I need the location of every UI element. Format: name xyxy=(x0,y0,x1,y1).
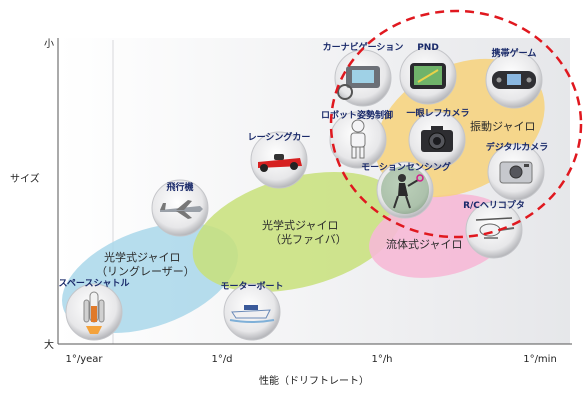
slr-camera-node: 一眼レフカメラ xyxy=(406,108,470,169)
ring-laser-label-line1: 光学式ジャイロ xyxy=(104,250,180,264)
pnd-label: PND xyxy=(417,43,439,53)
robot-control-node: ロボット姿勢制御 xyxy=(321,109,393,169)
motorboat-label: モーターボート xyxy=(220,280,283,292)
ring-laser-label-line2: （リングレーザー） xyxy=(96,264,195,278)
y-axis-bottom-label: 大 xyxy=(44,338,54,351)
slr-camera-icon xyxy=(421,126,453,152)
portable-game-label: 携帯ゲーム xyxy=(492,47,537,59)
space-shuttle-label: スペースシャトル xyxy=(59,278,130,289)
rc-helicopter-node: R/Cヘリコプタ xyxy=(463,199,525,259)
rc-helicopter-label: R/Cヘリコプタ xyxy=(463,199,525,211)
x-axis-title: 性能（ドリフトレート） xyxy=(259,374,369,387)
mems-highlight-circle xyxy=(329,9,583,239)
y-axis-top-label: 小 xyxy=(44,38,54,50)
x-tick-day: 1°/d xyxy=(211,354,232,365)
digital-camera-icon xyxy=(499,161,533,184)
x-tick-hour: 1°/h xyxy=(371,354,392,365)
x-tick-year: 1°/year xyxy=(65,354,103,365)
slr-camera-label: 一眼レフカメラ xyxy=(406,108,469,119)
fluid-label: 流体式ジャイロ xyxy=(386,237,462,251)
aircraft-label: 飛行機 xyxy=(165,181,193,193)
motorboat-node: モーターボート xyxy=(220,280,284,341)
x-tick-minute: 1°/min xyxy=(523,354,557,365)
pnd-node: PND xyxy=(399,43,457,105)
digital-camera-node: デジタルカメラ xyxy=(486,141,549,201)
car-navigation-icon xyxy=(337,66,380,100)
racing-car-node: レーシングカー xyxy=(248,131,311,189)
tennis-player-icon xyxy=(381,166,429,214)
fiber-label-line2: （光ファイバ） xyxy=(270,232,347,246)
racing-car-label: レーシングカー xyxy=(248,131,311,143)
motion-sensing-label: モーションセンシング xyxy=(361,161,451,173)
aircraft-icon xyxy=(160,200,203,219)
car-navigation-label: カーナビゲーション xyxy=(323,41,404,53)
portable-game-node: 携帯ゲーム xyxy=(485,47,543,109)
digital-camera-label: デジタルカメラ xyxy=(486,141,549,153)
motorboat-icon xyxy=(229,305,275,323)
y-axis-title: サイズ xyxy=(10,172,40,185)
robot-icon xyxy=(350,119,366,159)
space-shuttle-node: スペースシャトル xyxy=(59,278,130,341)
vibration-label: 振動ジャイロ xyxy=(470,119,535,133)
fiber-region xyxy=(192,171,404,293)
motion-sensing-node: モーションセンシング xyxy=(361,161,451,219)
pnd-icon xyxy=(410,63,446,89)
aircraft-node: 飛行機 xyxy=(151,179,209,237)
portable-game-icon xyxy=(492,71,536,89)
robot-control-label: ロボット姿勢制御 xyxy=(321,109,393,121)
fiber-label-line1: 光学式ジャイロ xyxy=(262,218,338,232)
racing-car-icon xyxy=(258,154,302,172)
space-shuttle-icon xyxy=(83,291,105,334)
